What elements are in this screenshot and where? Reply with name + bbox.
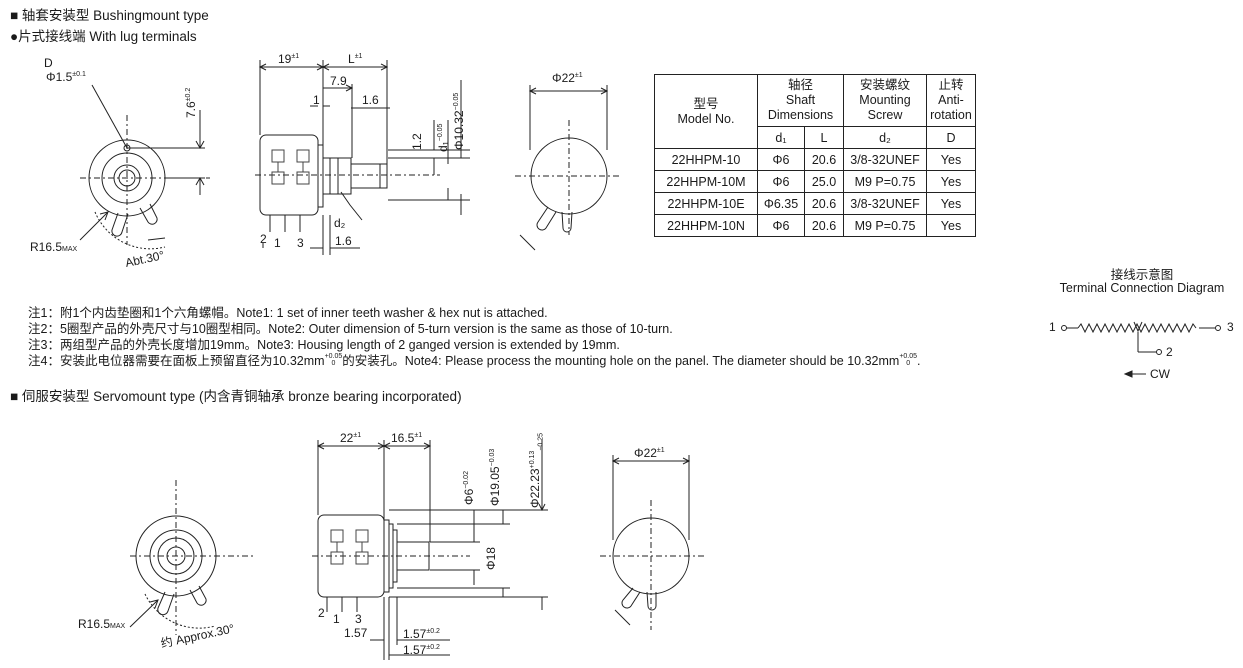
dim-L: L±1	[348, 52, 363, 66]
dim-phi1-5: Φ1.5±0.1	[46, 70, 86, 84]
terminal-3-bottom: 3	[355, 612, 362, 626]
dim-7-6: 7.6±0.2	[184, 87, 198, 118]
dim-phi18: Φ18	[484, 547, 498, 570]
terminal-connection-diagram	[1061, 321, 1221, 378]
terminal-2-top: 2	[260, 232, 267, 246]
dim-1: 1	[313, 93, 320, 107]
section1-subtitle: ●片式接线端 With lug terminals	[10, 29, 197, 44]
sub-d1: d₁	[757, 126, 805, 149]
note-3: 注3：两组型产品的外壳长度增加19mm。Note3: Housing lengt…	[28, 338, 620, 352]
dim-1-6-top: 1.6	[362, 93, 379, 107]
dim-phi22-bottom: Φ22±1	[634, 446, 665, 460]
dim-r16-5-top: R16.5MAX	[30, 240, 78, 254]
terminal-3-top: 3	[297, 236, 304, 250]
dim-phi19-05: Φ19.05−0.03	[488, 448, 502, 506]
front-view-bushing	[79, 84, 210, 250]
dim-phi22-23: Φ22.23+0.13−0.25	[528, 432, 545, 508]
terminal-2-bottom: 2	[318, 606, 325, 620]
dim-1-57a: 1.57±0.2	[403, 627, 440, 641]
section1-title: ■ 轴套安装型 Bushingmount type	[10, 8, 209, 23]
terminal-diagram-title-en: Terminal Connection Diagram	[1059, 281, 1225, 295]
cw-label: CW	[1150, 367, 1170, 381]
terminal-label-2: 2	[1166, 345, 1173, 359]
terminal-label-3: 3	[1227, 320, 1234, 334]
rear-view-servo	[600, 455, 705, 630]
sub-L: L	[804, 126, 844, 149]
dim-d2: d₂	[334, 216, 346, 230]
dim-r16-5-bottom: R16.5MAX	[78, 617, 126, 631]
dim-7-9: 7.9	[330, 74, 347, 88]
terminal-label-1: 1	[1049, 320, 1056, 334]
dim-1-57: 1.57	[344, 626, 368, 640]
dim-16-5: 16.5±1	[391, 431, 423, 445]
dim-22-bottom: 22±1	[340, 431, 362, 445]
dim-1-2: 1.2	[410, 133, 424, 150]
section2-title: ■ 伺服安装型 Servomount type (内含青铜轴承 bronze b…	[10, 389, 462, 404]
side-view-bushing	[255, 60, 470, 255]
sub-D: D	[926, 126, 976, 149]
rear-view-bushing	[515, 85, 620, 251]
dim-19: 19±1	[278, 52, 300, 66]
terminal-diagram-title-cn: 接线示意图	[1110, 268, 1174, 282]
dim-phi10-32: Φ10.32−0.05	[452, 92, 466, 150]
side-view-servo	[312, 440, 548, 660]
front-view-servo	[129, 480, 255, 635]
note-1: 注1：附1个内齿垫圈和1个六角螺帽。Note1: 1 set of inner …	[28, 306, 548, 320]
terminal-1-bottom: 1	[333, 612, 340, 626]
dim-d1-shaft: d₁−0.05	[436, 123, 450, 152]
dim-phi22-top: Φ22±1	[552, 71, 583, 85]
sub-d2: d₂	[843, 126, 927, 149]
dim-1-6-bottom: 1.6	[335, 234, 352, 248]
terminal-1-top: 1	[274, 236, 281, 250]
dim-phi6: Φ6−0.02	[462, 471, 476, 505]
dim-1-57b: 1.57±0.2	[403, 643, 440, 657]
note-2: 注2：5圈型产品的外壳尺寸与10圈型相同。Note2: Outer dimens…	[28, 322, 673, 336]
dim-D-label: D	[44, 56, 53, 70]
